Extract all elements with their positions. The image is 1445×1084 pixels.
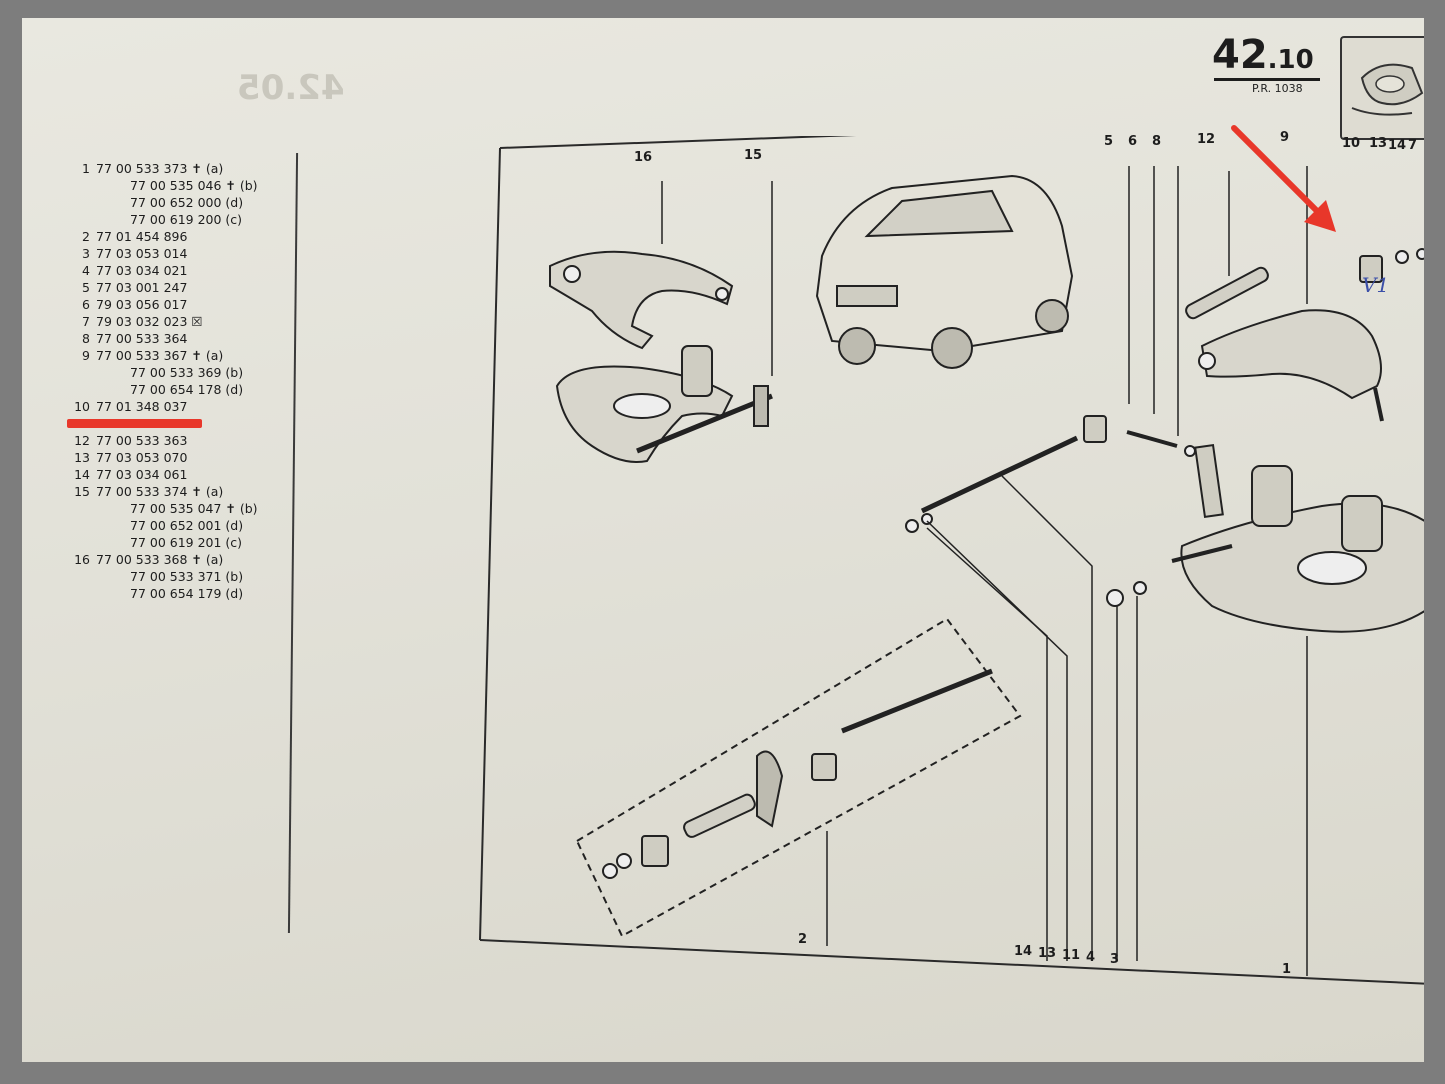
part-row: 77 00 652 001 (d) [130,518,244,533]
callout-7: 7 [1408,138,1418,153]
car-illustration [815,174,1074,369]
part-row: 77 00 652 000 (d) [130,195,244,210]
red-arrow-icon [1231,125,1336,232]
long-bolt-11 [920,435,1079,514]
callout-6: 6 [1128,134,1138,149]
red-highlight-underline [67,419,202,428]
part-row: 77 00 535 047 ✝ (b) [130,501,258,516]
callout-16: 16 [634,150,653,165]
leader-lines [661,166,1308,976]
part-row: 77 00 535 046 ✝ (b) [130,178,258,193]
thumbnail-illustration [1340,36,1424,140]
callout-9: 9 [1280,130,1290,145]
callout-bottom-11: 11 [1062,948,1081,963]
callout-15: 15 [744,148,763,163]
upper-arm-9 [1198,309,1384,422]
part-row: 77 00 619 200 (c) [130,212,243,227]
callout-13: 13 [1369,136,1388,151]
section-number: 42.10 [1212,32,1314,78]
part-row: 77 00 533 371 (b) [130,569,244,584]
part-row: 77 00 619 201 (c) [130,535,243,550]
reference-code: P.R. 1038 [1252,82,1303,95]
part-row: 77 00 654 178 (d) [130,382,244,397]
callout-bottom-14: 14 [1014,944,1033,959]
pin-12 [1185,266,1269,320]
part-row: 77 00 533 369 (b) [130,365,244,380]
callout-5: 5 [1104,134,1114,149]
callout-12: 12 [1197,132,1216,147]
upper-arm-16 [549,250,734,350]
callout-14: 14 [1388,138,1407,153]
callout-8: 8 [1152,134,1162,149]
callout-bottom-4: 4 [1086,950,1096,965]
callout-bottom-1: 1 [1282,962,1292,977]
show-through-text: 42.05 [237,68,345,108]
callout-bottom-3: 3 [1110,952,1120,967]
kit-group-2 [575,617,1022,938]
callout-bottom-13: 13 [1038,946,1057,961]
exploded-parts-diagram [479,136,1424,985]
handwritten-note: V1 [1362,273,1390,297]
part-row: 77 00 654 179 (d) [130,586,244,601]
lower-arm-1 [1171,465,1424,633]
section-underline [1214,78,1320,81]
callout-bottom-2: 2 [798,932,808,947]
column-divider [287,153,299,933]
bushing-10 [1359,248,1424,283]
callout-10: 10 [1342,136,1361,151]
lower-arm-15 [555,345,773,463]
